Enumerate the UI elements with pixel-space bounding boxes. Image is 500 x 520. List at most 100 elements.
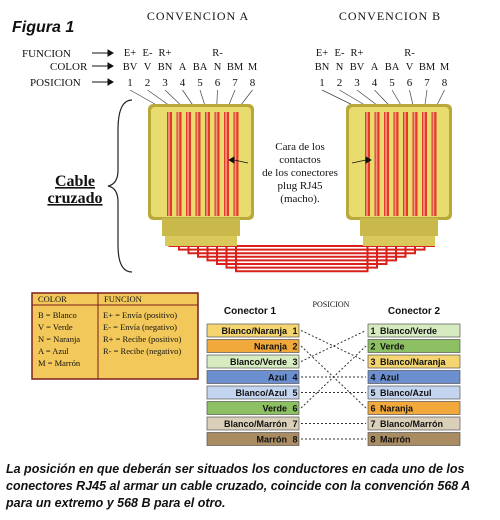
- legend-box: COLOR FUNCION: [31, 292, 199, 380]
- conector1-title: Conector 1: [224, 306, 277, 317]
- conv-b-funcion-2: E-: [335, 48, 345, 59]
- conv-b-color-7: BM: [419, 62, 436, 73]
- conv-a-posicion-4: 4: [180, 77, 186, 89]
- conector1-row-label: Marrón: [256, 435, 287, 445]
- conv-a-color-4: A: [179, 62, 187, 73]
- conector1-row-label: Blanco/Marrón: [224, 419, 287, 429]
- conector1-row-5: [206, 385, 300, 400]
- conv-a-posicion-8: 8: [250, 77, 256, 89]
- conector2-row-label: Blanco/Verde: [380, 326, 437, 336]
- conector2-row-pos: 8: [370, 435, 375, 445]
- conector1-row-pos: 6: [292, 404, 297, 414]
- conv-a-color-8: M: [248, 62, 258, 73]
- conector2-title: Conector 2: [388, 306, 441, 317]
- conector1-row-pos: 8: [292, 435, 297, 445]
- legend-color-item: B = Blanco: [38, 310, 77, 320]
- conector2-row-pos: 5: [370, 388, 375, 398]
- conector2-row-label: Marrón: [380, 435, 411, 445]
- face-label-pointers: [228, 156, 372, 164]
- conector1-row-pos: 2: [292, 342, 297, 352]
- conector1-row-pos: 4: [292, 373, 297, 383]
- conv-b-color-5: BA: [385, 62, 400, 73]
- conv-a-funcion-1: E+: [124, 48, 136, 59]
- pinout-link-cross: [300, 345, 367, 409]
- conv-a-posicion-2: 2: [145, 77, 151, 89]
- legend-color-header: COLOR: [38, 294, 67, 304]
- connector-right-contacts: [365, 112, 437, 216]
- legend-funcion-header: FUNCION: [104, 294, 142, 304]
- cable-label-line-1: Cable: [55, 173, 95, 190]
- conv-b-funcion-3: R+: [351, 48, 364, 59]
- conector1-row-label: Azul: [268, 373, 287, 383]
- conector1-row-label: Verde: [262, 404, 287, 414]
- cable-wire-8: [235, 216, 369, 273]
- convention-b-title: CONVENCION B: [339, 9, 441, 23]
- conv-b-posicion-2: 2: [337, 77, 343, 89]
- color-row-label: COLOR: [50, 61, 88, 73]
- conv-b-color-2: N: [336, 62, 344, 73]
- conv-b-funcion-6: R-: [404, 48, 415, 59]
- conv-b-posicion-1: 1: [319, 77, 325, 89]
- face-label-line-2: contactos: [279, 154, 321, 166]
- posicion-title: POSICION: [313, 300, 350, 309]
- conector2-row-label: Verde: [380, 342, 405, 352]
- legend-funcion-list: E+ = Envía (positivo) E- = Envía (negativ…: [103, 310, 181, 356]
- conector2-row-2: [367, 339, 461, 353]
- legend-funcion-item: R+ = Recibe (positivo): [103, 334, 181, 344]
- conv-a-posicion-1: 1: [127, 77, 133, 89]
- pinout-link-cross: [300, 330, 367, 362]
- conector2-row-label: Blanco/Azul: [380, 388, 432, 398]
- conector2-row-6: [367, 401, 461, 415]
- conector2-row-1: [367, 323, 461, 338]
- conv-a-color-1: BV: [123, 62, 138, 73]
- conv-a-posicion-3: 3: [162, 77, 168, 89]
- row-arrows: [92, 49, 114, 86]
- conector1-row-label: Blanco/Naranja: [221, 326, 288, 336]
- face-label-line-1: Cara de los: [275, 141, 324, 153]
- conv-b-posicion-4: 4: [372, 77, 378, 89]
- conector2-row-label: Blanco/Naranja: [380, 357, 447, 367]
- conector2-row-label: Azul: [380, 373, 399, 383]
- conector1-row-1: [206, 323, 300, 338]
- conv-b-posicion-8: 8: [442, 77, 448, 89]
- conector2-row-pos: 4: [370, 373, 375, 383]
- face-label-line-3: de los conectores: [262, 167, 338, 179]
- conv-b-color-1: BN: [315, 62, 330, 73]
- legend-funcion-item: R- = Recibe (negativo): [103, 346, 181, 356]
- connector-left-contacts: [167, 112, 239, 216]
- conector1-row-7: [206, 416, 300, 431]
- conector2-row-label: Blanco/Marrón: [380, 419, 443, 429]
- posicion-row-label: POSICION: [30, 77, 81, 89]
- conv-a-funcion-6: R-: [212, 48, 223, 59]
- conector1-row-label: Naranja: [254, 342, 288, 352]
- cable-label-line-2: cruzado: [47, 190, 102, 207]
- conector1-row-8: [206, 432, 300, 446]
- conector1-row-label: Blanco/Azul: [235, 388, 287, 398]
- conector2-row-pos: 6: [370, 404, 375, 414]
- conector1-row-pos: 5: [292, 388, 297, 398]
- legend-funcion-item: E+ = Envía (positivo): [103, 310, 177, 320]
- conector2-row-7: [367, 416, 461, 431]
- conector2-row-pos: 2: [370, 342, 375, 352]
- crossover-cable-diagram: Figura 1 CONVENCION A CONVENCION B FUNCI…: [12, 9, 461, 446]
- face-label-line-5: (macho).: [280, 193, 320, 205]
- legend-color-item: M = Marrón: [38, 358, 81, 368]
- conv-a-color-5: BA: [193, 62, 208, 73]
- conv-b-color-6: V: [406, 62, 414, 73]
- pinout-links: [300, 330, 367, 440]
- conector2-row-8: [367, 432, 461, 446]
- funcion-row-label: FUNCION: [22, 48, 71, 60]
- face-label-line-4: plug RJ45: [278, 180, 323, 192]
- conv-b-posicion-7: 7: [424, 77, 430, 89]
- conv-a-posicion-5: 5: [197, 77, 203, 89]
- conv-b-color-3: BV: [350, 62, 365, 73]
- convention-a-title: CONVENCION A: [147, 9, 249, 23]
- conector1-row-pos: 7: [292, 419, 297, 429]
- cable-brace: [107, 99, 133, 273]
- legend-funcion-item: E- = Envía (negativo): [103, 322, 177, 332]
